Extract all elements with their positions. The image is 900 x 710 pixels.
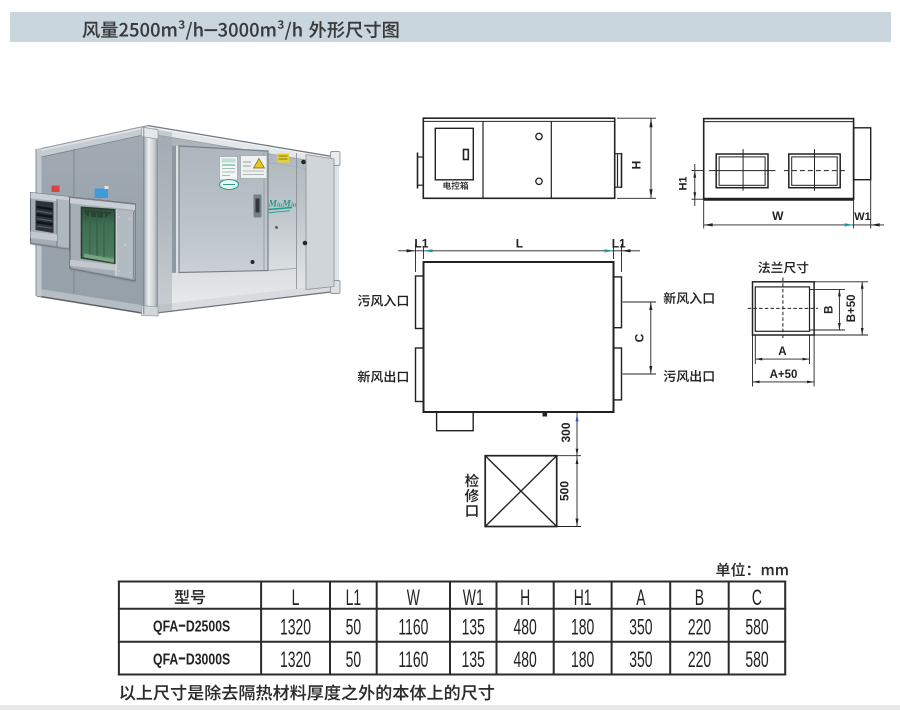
svg-text:A: A: [636, 584, 646, 609]
svg-text:480: 480: [513, 647, 536, 672]
svg-text:1320: 1320: [280, 647, 311, 672]
svg-text:580: 580: [745, 647, 768, 672]
svg-text:A+50: A+50: [770, 369, 798, 381]
svg-text:H1: H1: [574, 584, 592, 609]
svg-text:50: 50: [346, 614, 362, 639]
svg-text:580: 580: [745, 614, 768, 639]
svg-text:220: 220: [688, 647, 711, 672]
svg-text:50: 50: [346, 647, 362, 672]
svg-text:MiuMiu: MiuMiu: [268, 200, 297, 210]
svg-text:L1: L1: [346, 584, 362, 609]
svg-text:B+50: B+50: [846, 294, 858, 322]
svg-text:C: C: [752, 584, 762, 609]
svg-text:L: L: [292, 584, 300, 609]
svg-text:480: 480: [513, 614, 536, 639]
svg-text:300: 300: [559, 422, 573, 442]
svg-text:350: 350: [629, 614, 652, 639]
svg-text:1160: 1160: [398, 647, 428, 672]
svg-text:B: B: [695, 584, 704, 609]
svg-text:QFA: QFA: [153, 651, 178, 669]
svg-text:QFA: QFA: [153, 618, 178, 636]
svg-text:180: 180: [571, 614, 594, 639]
svg-text:L1: L1: [612, 236, 626, 250]
svg-text:135: 135: [462, 647, 485, 672]
svg-text:W1: W1: [854, 211, 871, 223]
svg-text:A: A: [778, 346, 786, 358]
svg-text:350: 350: [629, 647, 652, 672]
svg-text:D2500S: D2500S: [186, 618, 230, 636]
svg-text:W: W: [407, 584, 420, 609]
svg-text:L1: L1: [414, 236, 428, 250]
svg-text:500: 500: [558, 481, 572, 501]
svg-text:1320: 1320: [280, 614, 311, 639]
svg-text:H1: H1: [677, 176, 689, 190]
svg-text:220: 220: [688, 614, 711, 639]
svg-text:180: 180: [571, 647, 594, 672]
svg-text:W: W: [772, 209, 784, 223]
svg-text:W1: W1: [463, 584, 484, 609]
svg-text:L: L: [516, 236, 523, 250]
svg-text:1160: 1160: [398, 614, 428, 639]
svg-text:135: 135: [462, 614, 485, 639]
svg-text:B: B: [824, 306, 836, 314]
svg-text:H: H: [520, 584, 530, 609]
svg-text:D3000S: D3000S: [186, 651, 230, 669]
svg-text:H: H: [630, 161, 644, 170]
svg-text:C: C: [633, 333, 647, 342]
